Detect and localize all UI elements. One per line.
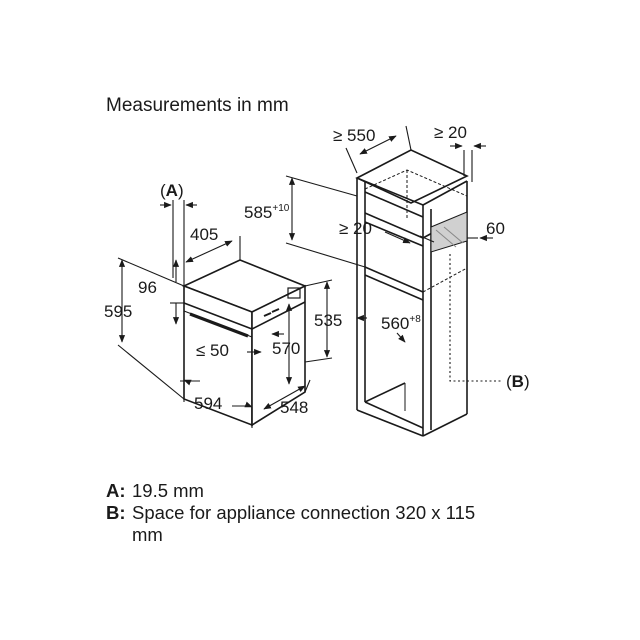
cabinet-labels: ≥ 550 ≥ 20 585+10 ≥ 20 60 560+8 (B) [244,123,530,391]
legend-text: 19.5 mm [132,480,204,501]
dim-gap-50: ≤ 50 [196,341,229,360]
label-a: A [166,181,178,200]
dim-570: 570 [272,339,300,358]
dim-595: 595 [104,302,132,321]
dim-560-tolerance: +8 [409,314,421,325]
legend-item-b: B: Space for appliance connection 320 x … [106,502,512,546]
vent-opening [430,211,468,253]
connection-leader [449,254,503,382]
legend-key: A: [106,480,126,501]
oven-dimensions [117,200,333,428]
svg-text:(A): (A) [160,181,184,200]
legend-item-a: A: 19.5 mm [106,480,512,502]
dim-535: 535 [314,311,342,330]
dim-60: 60 [486,219,505,238]
oven-handle [189,312,249,338]
dim-548: 548 [280,398,308,417]
dim-550: ≥ 550 [333,126,375,145]
svg-text:560+8: 560+8 [381,314,421,333]
dim-gap-20: ≥ 20 [339,219,372,238]
oven-labels: (A) 405 96 595 535 570 ≤ 50 594 548 [104,181,342,417]
svg-text:(B): (B) [506,372,530,391]
dim-585-tolerance: +10 [272,203,289,214]
diagram-title: Measurements in mm [106,95,289,116]
label-b: B [512,372,524,391]
dim-gap-top-20: ≥ 20 [434,123,467,142]
dim-405: 405 [190,225,218,244]
legend-text: Space for appliance connection 320 x 115… [132,502,476,545]
svg-text:585+10: 585+10 [244,203,290,222]
cabinet-drawing [355,149,469,437]
legend-key: B: [106,502,126,523]
dim-594: 594 [194,394,222,413]
dim-560: 560 [381,314,409,333]
dim-96: 96 [138,278,157,297]
cabinet-dimensions [285,125,503,382]
legend: A: 19.5 mm B: Space for appliance connec… [106,480,512,546]
dim-585: 585 [244,203,272,222]
